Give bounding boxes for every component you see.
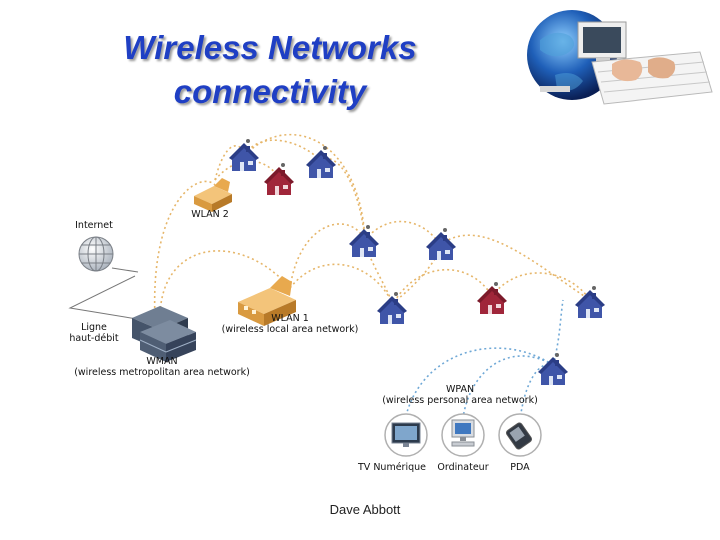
keyboard-globe-photo (527, 10, 713, 105)
wlan1-subtitle: (wireless local area network) (221, 324, 359, 335)
computer-icon (441, 413, 485, 457)
house-icon (538, 353, 568, 385)
wlan1-title: WLAN 1 (271, 313, 309, 324)
building-icon (238, 276, 296, 326)
building-icon (194, 178, 232, 212)
footer-author: Dave Abbott (329, 502, 401, 517)
wlan2-label: WLAN 2 (191, 209, 229, 220)
house-icon (477, 282, 507, 314)
house-icon (575, 286, 605, 318)
house-icon (349, 225, 379, 257)
ligne-label: Ligne haut-débit (62, 322, 126, 344)
house-icon (426, 228, 456, 260)
slide-title: Wireless Networks connectivity (60, 26, 480, 114)
tv-icon (384, 413, 428, 457)
wpan-links (404, 299, 564, 421)
computer-label: Ordinateur (437, 462, 489, 473)
ligne-label-line1: Ligne (81, 322, 107, 333)
title-line-1: Wireless Networks (123, 29, 417, 66)
wpan-label: WPAN (wireless personal area network) (366, 384, 554, 406)
wireless-links (153, 133, 591, 319)
wlan1-label: WLAN 1 (wireless local area network) (210, 313, 370, 335)
wman-label: WMAN (wireless metropolitan area network… (64, 356, 260, 378)
wman-title: WMAN (146, 356, 178, 367)
house-icon (377, 292, 407, 324)
globe-icon (78, 236, 114, 272)
office-tower-icon (132, 306, 197, 362)
pda-label: PDA (510, 462, 530, 473)
house-icon (229, 139, 259, 171)
tv-label: TV Numérique (358, 462, 426, 473)
wman-subtitle: (wireless metropolitan area network) (74, 367, 250, 378)
title-line-2: connectivity (173, 73, 367, 110)
house-icon (306, 146, 336, 178)
ligne-label-line2: haut-débit (69, 333, 119, 344)
wpan-subtitle: (wireless personal area network) (382, 395, 538, 406)
pda-icon (498, 413, 542, 457)
wpan-title: WPAN (445, 384, 475, 395)
broadband-line (68, 267, 156, 323)
internet-label: Internet (75, 220, 113, 231)
